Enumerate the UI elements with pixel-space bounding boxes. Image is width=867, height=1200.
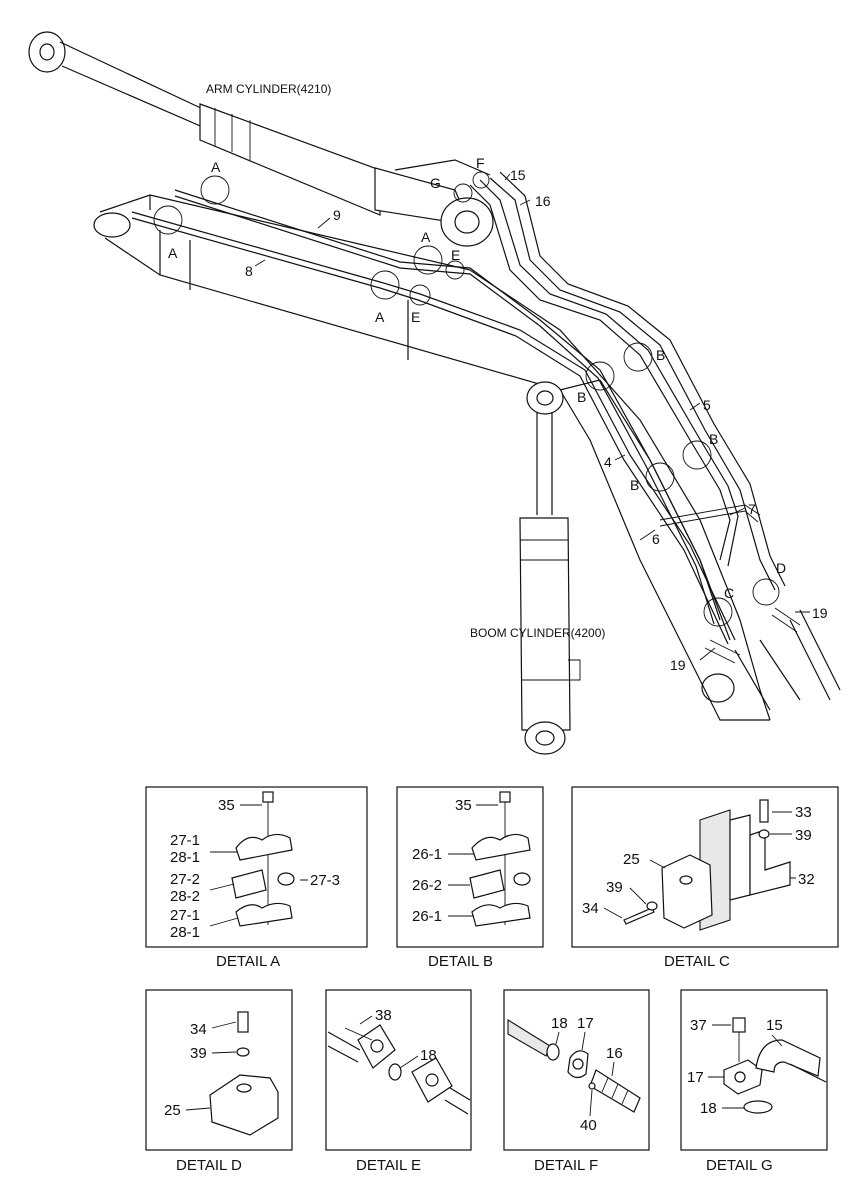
marker-b-1: B <box>656 347 665 363</box>
detail-g-part-17: 17 <box>687 1069 704 1086</box>
detail-d-caption: DETAIL D <box>176 1157 242 1174</box>
detail-e: 38 18 DETAIL E <box>325 989 472 1174</box>
detail-c-part-34: 34 <box>582 900 599 917</box>
boom-cylinder <box>519 381 581 755</box>
detail-d: 34 39 25 DETAIL D <box>145 989 293 1174</box>
detail-e-part-18: 18 <box>420 1047 437 1064</box>
marker-a-1: A <box>211 159 221 175</box>
detail-a-part-35: 35 <box>218 797 235 814</box>
marker-a-4: A <box>375 309 385 325</box>
detail-b-part-35: 35 <box>455 797 472 814</box>
marker-b-4: B <box>630 477 639 493</box>
marker-b-2: B <box>577 389 586 405</box>
marker-f: F <box>476 155 485 171</box>
detail-c-caption: DETAIL C <box>664 953 730 970</box>
detail-g-fitting-drawing <box>723 1017 827 1114</box>
detail-b-part-26-2: 26-2 <box>412 877 442 894</box>
detail-f-caption: DETAIL F <box>534 1157 598 1174</box>
detail-g-part-37: 37 <box>690 1017 707 1034</box>
detail-d-clamp-drawing <box>209 1011 279 1136</box>
marker-e-1: E <box>451 247 460 263</box>
callout-8: 8 <box>245 263 253 279</box>
detail-b-caption: DETAIL B <box>428 953 493 970</box>
detail-a-part-27-3: 27-3 <box>310 872 340 889</box>
callout-5: 5 <box>703 397 711 413</box>
detail-f-part-17: 17 <box>577 1015 594 1032</box>
detail-b-part-26-1-top: 26-1 <box>412 846 442 863</box>
main-assembly-drawing: ARM CYLINDER(4210) BOOM CYLINDER(4200) 1… <box>28 31 841 755</box>
detail-c-bracket-drawing <box>623 799 791 931</box>
detail-a-part-27-2: 27-2 <box>170 871 200 888</box>
marker-g: G <box>430 175 441 191</box>
detail-b: 35 26-1 26-2 26-1 DETAIL B <box>396 786 544 970</box>
detail-g-part-15: 15 <box>766 1017 783 1034</box>
detail-a: 35 27-1 28-1 27-2 28-2 27-3 27-1 28-1 DE… <box>145 786 368 970</box>
arm-cylinder <box>28 31 494 247</box>
detail-c: 33 39 25 32 39 34 DETAIL C <box>571 786 839 970</box>
marker-c: C <box>724 585 734 601</box>
detail-f-part-16: 16 <box>606 1045 623 1062</box>
detail-c-part-25: 25 <box>623 851 640 868</box>
detail-d-part-39: 39 <box>190 1045 207 1062</box>
detail-c-part-33: 33 <box>795 804 812 821</box>
detail-g: 37 15 17 18 DETAIL G <box>680 989 828 1174</box>
detail-a-caption: DETAIL A <box>216 953 280 970</box>
detail-e-flange-drawing <box>327 1024 471 1115</box>
callout-16: 16 <box>535 193 551 209</box>
detail-b-clamp-drawing <box>469 791 531 927</box>
detail-c-part-39-top: 39 <box>795 827 812 844</box>
detail-e-part-38: 38 <box>375 1007 392 1024</box>
detail-d-part-25: 25 <box>164 1102 181 1119</box>
detail-a-part-28-2: 28-2 <box>170 888 200 905</box>
detail-e-caption: DETAIL E <box>356 1157 421 1174</box>
detail-f: 18 17 16 40 DETAIL F <box>503 989 650 1174</box>
detail-a-part-27-1-top: 27-1 <box>170 832 200 849</box>
detail-c-part-32: 32 <box>798 871 815 888</box>
leader-lines <box>254 173 810 661</box>
callout-19-left: 19 <box>670 657 686 673</box>
marker-d: D <box>776 560 786 576</box>
callout-15: 15 <box>510 167 526 183</box>
marker-b-3: B <box>709 431 718 447</box>
callout-7: 7 <box>748 501 756 517</box>
detail-c-part-39-bottom: 39 <box>606 879 623 896</box>
detail-g-part-18: 18 <box>700 1100 717 1117</box>
arm-cylinder-label: ARM CYLINDER(4210) <box>206 82 331 96</box>
detail-a-part-27-1-bottom: 27-1 <box>170 907 200 924</box>
callout-19-right: 19 <box>812 605 828 621</box>
marker-a-2: A <box>168 245 178 261</box>
detail-d-part-34: 34 <box>190 1021 207 1038</box>
callout-6: 6 <box>652 531 660 547</box>
detail-a-part-28-1-bottom: 28-1 <box>170 924 200 941</box>
detail-g-caption: DETAIL G <box>706 1157 773 1174</box>
detail-marker-circles <box>153 171 780 627</box>
hose-lines <box>131 171 801 664</box>
marker-e-2: E <box>411 309 420 325</box>
detail-f-part-40: 40 <box>580 1117 597 1134</box>
detail-a-part-28-1-top: 28-1 <box>170 849 200 866</box>
marker-a-3: A <box>421 229 431 245</box>
callout-4: 4 <box>604 454 612 470</box>
boom-cylinder-label: BOOM CYLINDER(4200) <box>470 626 605 640</box>
detail-f-part-18: 18 <box>551 1015 568 1032</box>
callout-9: 9 <box>333 207 341 223</box>
detail-a-clamp-drawing <box>231 791 295 927</box>
detail-b-part-26-1-bottom: 26-1 <box>412 908 442 925</box>
detail-f-fitting-drawing <box>507 1019 641 1113</box>
